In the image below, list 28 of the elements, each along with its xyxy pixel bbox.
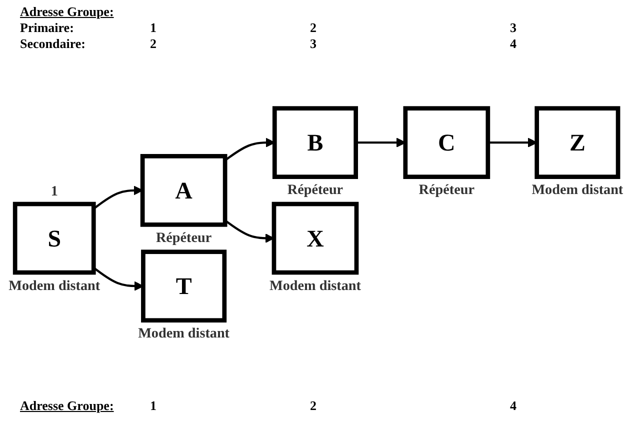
address-label: 2 bbox=[310, 20, 316, 36]
address-label: Primaire: bbox=[20, 20, 74, 36]
node-caption: Modem distant bbox=[270, 278, 361, 294]
address-label: 2 bbox=[150, 36, 156, 52]
address-label: Adresse Groupe: bbox=[20, 398, 114, 414]
address-label: 1 bbox=[150, 398, 156, 414]
node-box: C bbox=[403, 106, 490, 180]
node-box: A bbox=[140, 154, 228, 227]
address-label: 2 bbox=[310, 398, 316, 414]
address-label: Secondaire: bbox=[20, 36, 86, 52]
address-label: 4 bbox=[510, 398, 516, 414]
address-label: 3 bbox=[310, 36, 316, 52]
node-caption: Répéteur bbox=[156, 230, 212, 246]
node-caption: Modem distant bbox=[8, 278, 100, 294]
node-caption: Modem distant bbox=[532, 182, 624, 198]
node-caption: Répéteur bbox=[287, 182, 344, 198]
node-caption: 1 bbox=[50, 183, 58, 200]
node-box: X bbox=[272, 202, 359, 275]
address-label: 3 bbox=[510, 20, 516, 36]
node-caption: Modem distant bbox=[138, 326, 230, 342]
node-box: Z bbox=[534, 106, 620, 180]
address-label: 4 bbox=[510, 36, 516, 52]
node-caption: Répéteur bbox=[418, 182, 475, 198]
node-box: S bbox=[12, 202, 96, 275]
address-label: Adresse Groupe: bbox=[20, 4, 114, 20]
address-label: 1 bbox=[150, 20, 156, 36]
node-box: T bbox=[141, 250, 227, 322]
node-box: B bbox=[272, 106, 358, 180]
